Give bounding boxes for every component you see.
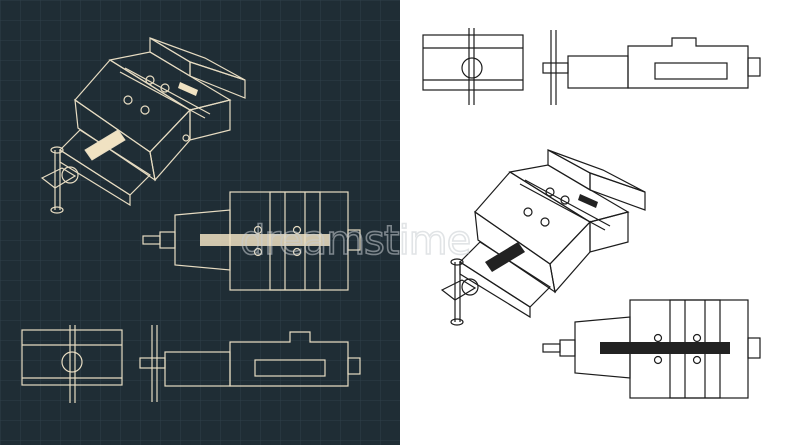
dark-vise-front-view: [21, 325, 123, 403]
light-isometric-jaw-fill: [578, 194, 598, 208]
light-isometric-rail-fill: [485, 242, 525, 272]
watermark-text: dreamstime: [240, 218, 470, 264]
light-vise-front-view: [422, 28, 524, 105]
dark-vise-isometric: [40, 36, 246, 214]
dark-vise-side-view: [139, 325, 361, 402]
watermark-logo: dreamstime: [240, 217, 472, 265]
light-top-view-screw-fill: [600, 342, 730, 354]
light-vise-side-view: [542, 30, 761, 105]
dark-top-view-screw-highlight: [200, 234, 330, 246]
light-vise-isometric: [440, 148, 646, 326]
light-drawing-panel: [400, 0, 800, 445]
dark-isometric-jaw-highlight: [178, 82, 198, 96]
dark-isometric-rail-highlight: [84, 129, 126, 161]
